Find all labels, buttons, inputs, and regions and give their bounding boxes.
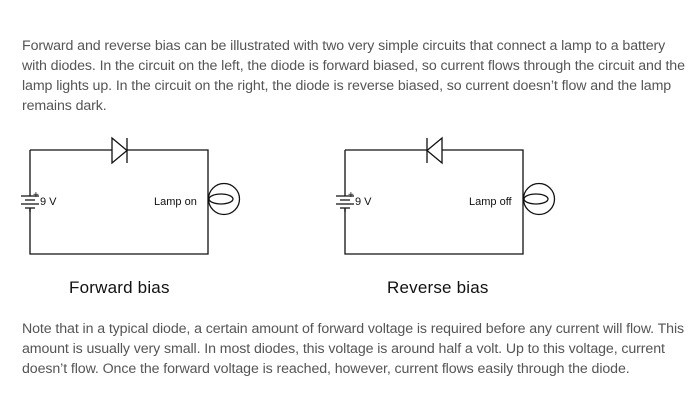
lamp-icon [522, 182, 556, 216]
reverse-bias-circuit [335, 136, 556, 255]
diode-forward-icon [111, 136, 129, 165]
circuit-figure: + 9 V Lamp on + 9 V Lamp off [20, 136, 556, 255]
battery-polarity-left: + [33, 190, 39, 201]
lamp-icon [207, 182, 241, 216]
battery-label-left: 9 V [40, 196, 57, 208]
forward-bias-caption: Forward bias [69, 278, 170, 297]
diode-reverse-icon [425, 136, 443, 165]
lamp-label-left: Lamp on [154, 196, 197, 208]
battery-label-right: 9 V [355, 196, 372, 208]
reverse-bias-caption: Reverse bias [387, 278, 489, 297]
forward-bias-circuit [20, 136, 241, 255]
battery-icon [335, 193, 355, 212]
battery-polarity-right: + [348, 190, 354, 201]
wire [29, 149, 209, 255]
wire [344, 149, 524, 255]
note-paragraph: Note that in a typical diode, a certain … [22, 321, 685, 377]
battery-icon [20, 193, 40, 212]
intro-paragraph: Forward and reverse bias can be illustra… [22, 38, 685, 114]
lamp-label-right: Lamp off [469, 196, 513, 208]
